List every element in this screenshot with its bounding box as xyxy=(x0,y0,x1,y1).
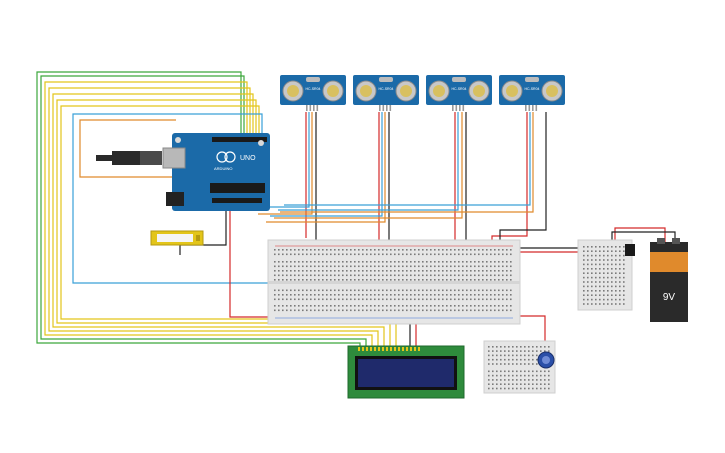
battery-label: 9V xyxy=(663,292,676,303)
slide-switch[interactable] xyxy=(150,230,204,246)
main-breadboard xyxy=(267,239,521,325)
arduino-label: UNO xyxy=(240,155,256,162)
ultrasonic-sensor-label: HC-SR04 xyxy=(306,87,321,91)
arduino-brand: ARDUINO xyxy=(214,166,232,171)
ultrasonic-sensor-label: HC-SR04 xyxy=(379,87,394,91)
ultrasonic-sensor-4[interactable]: HC-SR04 xyxy=(499,75,565,111)
ultrasonic-sensor-3[interactable]: HC-SR04 xyxy=(426,75,492,111)
ultrasonic-sensor-label: HC-SR04 xyxy=(452,87,467,91)
lcd-data-wires[interactable] xyxy=(36,71,397,350)
small-breadboard-pot xyxy=(483,340,556,394)
ultrasonic-sensor-1[interactable]: HC-SR04 xyxy=(280,75,346,111)
arduino-uno-board[interactable]: UNO ARDUINO xyxy=(162,133,270,211)
potentiometer[interactable] xyxy=(537,351,555,369)
usb-cable[interactable] xyxy=(96,151,162,165)
small-breadboard-power xyxy=(577,239,633,311)
sensor-wires[interactable] xyxy=(258,112,547,245)
power-switch[interactable] xyxy=(625,244,635,256)
ultrasonic-sensor-label: HC-SR04 xyxy=(525,87,540,91)
lcd-16x2[interactable] xyxy=(347,345,465,399)
ultrasonic-sensor-2[interactable]: HC-SR04 xyxy=(353,75,419,111)
battery-9v[interactable]: 9V xyxy=(650,238,688,322)
main-breadboard-holes xyxy=(274,249,512,312)
